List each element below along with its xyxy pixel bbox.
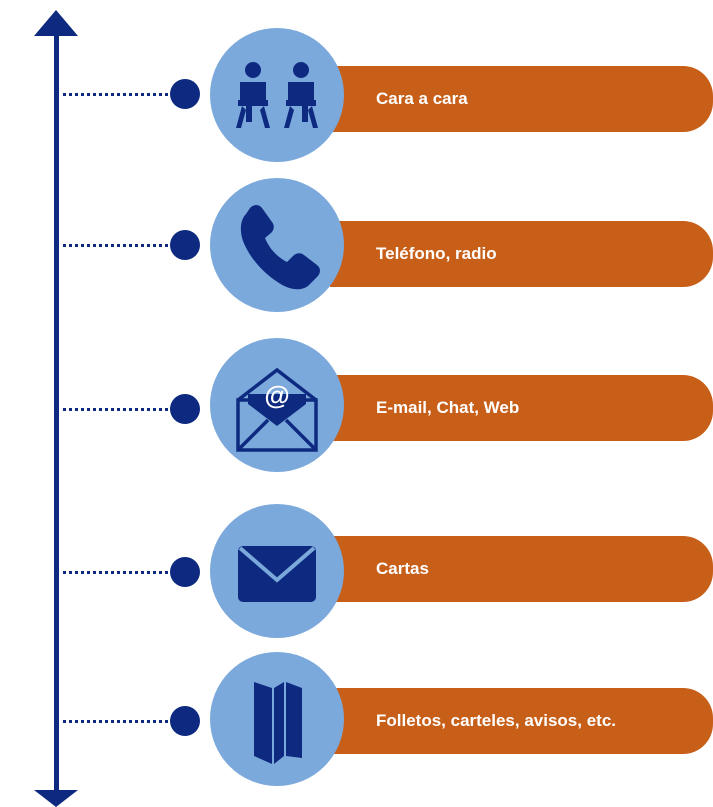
dotted-connector [56,408,186,411]
svg-text:@: @ [264,380,289,410]
item-label: Cartas [376,559,429,578]
item-label: Folletos, carteles, avisos, etc. [376,711,617,730]
email-at-envelope-icon: @ [236,367,318,452]
dotted-connector [56,720,186,723]
brochure-icon [254,682,302,764]
item-row-folletos: Folletos, carteles, avisos, etc. [0,652,713,804]
axis-arrow-up [34,10,78,36]
icon-circle [210,28,344,162]
connector-dot [170,230,200,260]
connector-dot [170,706,200,736]
connector-dot [170,557,200,587]
telephone-icon [240,205,320,290]
item-row-email-chat-web: E-mail, Chat, Web @ [0,338,713,490]
icon-circle: @ [210,338,344,472]
item-banner: E-mail, Chat, Web [330,375,713,441]
letter-envelope-icon [238,546,316,602]
dotted-connector [56,93,186,96]
icon-circle [210,504,344,638]
item-label: E-mail, Chat, Web [376,398,520,417]
icon-circle [210,178,344,312]
axis-arrow-down [34,790,78,807]
people-at-desks-icon [236,62,318,128]
item-row-cara-a-cara: Cara a cara [0,28,713,180]
item-banner: Folletos, carteles, avisos, etc. [330,688,713,754]
item-label: Cara a cara [376,89,468,108]
item-label: Teléfono, radio [376,244,497,263]
item-banner: Cara a cara [330,66,713,132]
dotted-connector [56,244,186,247]
connector-dot [170,79,200,109]
icon-circle [210,652,344,786]
item-row-telefono-radio: Teléfono, radio [0,178,713,336]
dotted-connector [56,571,186,574]
item-banner: Cartas [330,536,713,602]
item-row-cartas: Cartas [0,500,713,650]
item-banner: Teléfono, radio [330,221,713,287]
connector-dot [170,394,200,424]
